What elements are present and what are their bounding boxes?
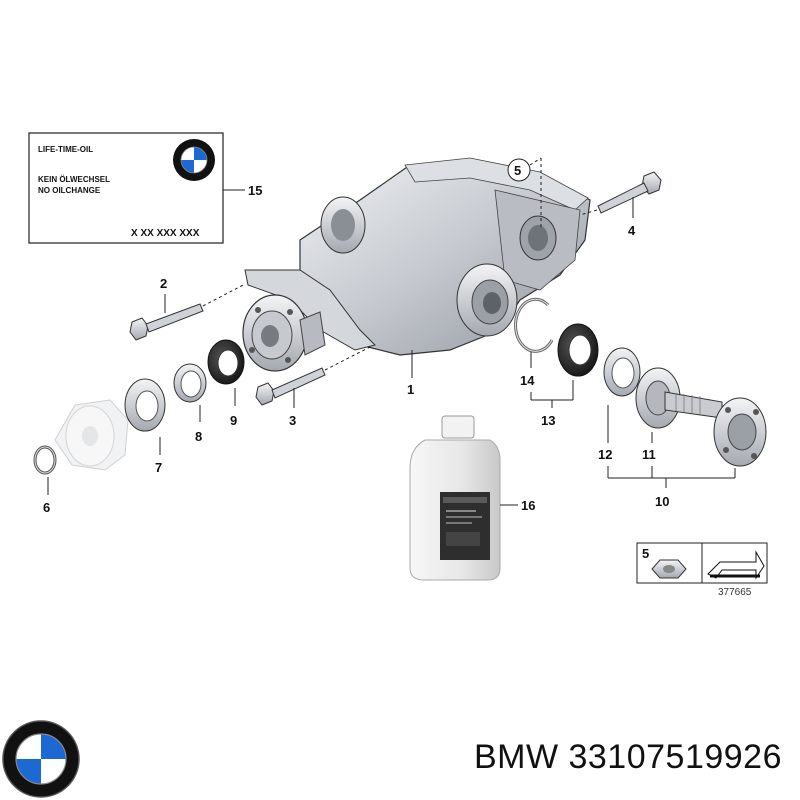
rear-differential-housing — [242, 157, 591, 372]
callout-4: 4 — [628, 223, 636, 238]
callout-10: 10 — [655, 494, 669, 509]
callout-8: 8 — [195, 429, 202, 444]
reference-number: 377665 — [718, 587, 752, 598]
callout-13: 13 — [541, 413, 555, 428]
bmw-roundel-icon — [2, 720, 80, 798]
replace-arrow-icon — [707, 550, 765, 580]
callout-3: 3 — [289, 413, 296, 428]
bolt-2 — [129, 303, 204, 341]
circlip-14 — [514, 297, 554, 353]
callout-14: 14 — [520, 373, 535, 388]
callout-7: 7 — [155, 460, 162, 475]
spacer-ring-12 — [603, 347, 641, 397]
nut-inset-panel: 5 — [636, 542, 768, 584]
callout-16: 16 — [521, 498, 535, 513]
snap-ring-6 — [33, 445, 57, 475]
inset-callout-5: 5 — [642, 546, 649, 561]
bolt-4 — [597, 171, 662, 214]
shim-disc-7 — [124, 378, 166, 432]
bmw-logo-icon — [173, 139, 215, 181]
drive-flange-ghost — [54, 399, 129, 471]
callout-5: 5 — [514, 163, 521, 178]
hex-nut-icon — [651, 559, 687, 579]
output-flange-shaft-11 — [635, 367, 767, 467]
bolt-3 — [255, 367, 326, 406]
footer-bar: BMW 33107519926 — [0, 718, 800, 800]
callout-12: 12 — [598, 447, 612, 462]
part-number-caption: BMW 33107519926 — [473, 738, 782, 776]
label-code: X XX XXX XXX — [131, 228, 200, 239]
oil-bottle-16 — [409, 415, 501, 581]
callout-6: 6 — [43, 500, 50, 515]
callout-1: 1 — [407, 382, 414, 397]
label-line-lifetime-oil: LIFE-TIME-OIL — [38, 145, 93, 154]
shaft-seal-13 — [557, 323, 599, 377]
callout-15: 15 — [248, 183, 262, 198]
shaft-seal-9 — [207, 339, 245, 385]
callout-9: 9 — [230, 413, 237, 428]
label-line-kein-oelwechsel: KEIN ÖLWECHSEL — [38, 175, 110, 184]
callout-2: 2 — [160, 276, 167, 291]
spacer-ring-8 — [173, 363, 207, 403]
oil-label-plate: LIFE-TIME-OIL KEIN ÖLWECHSEL NO OILCHANG… — [28, 132, 224, 244]
label-line-no-oilchange: NO OILCHANGE — [38, 186, 101, 195]
callout-5-marker: 5 — [507, 158, 531, 182]
callout-11: 11 — [642, 447, 656, 462]
